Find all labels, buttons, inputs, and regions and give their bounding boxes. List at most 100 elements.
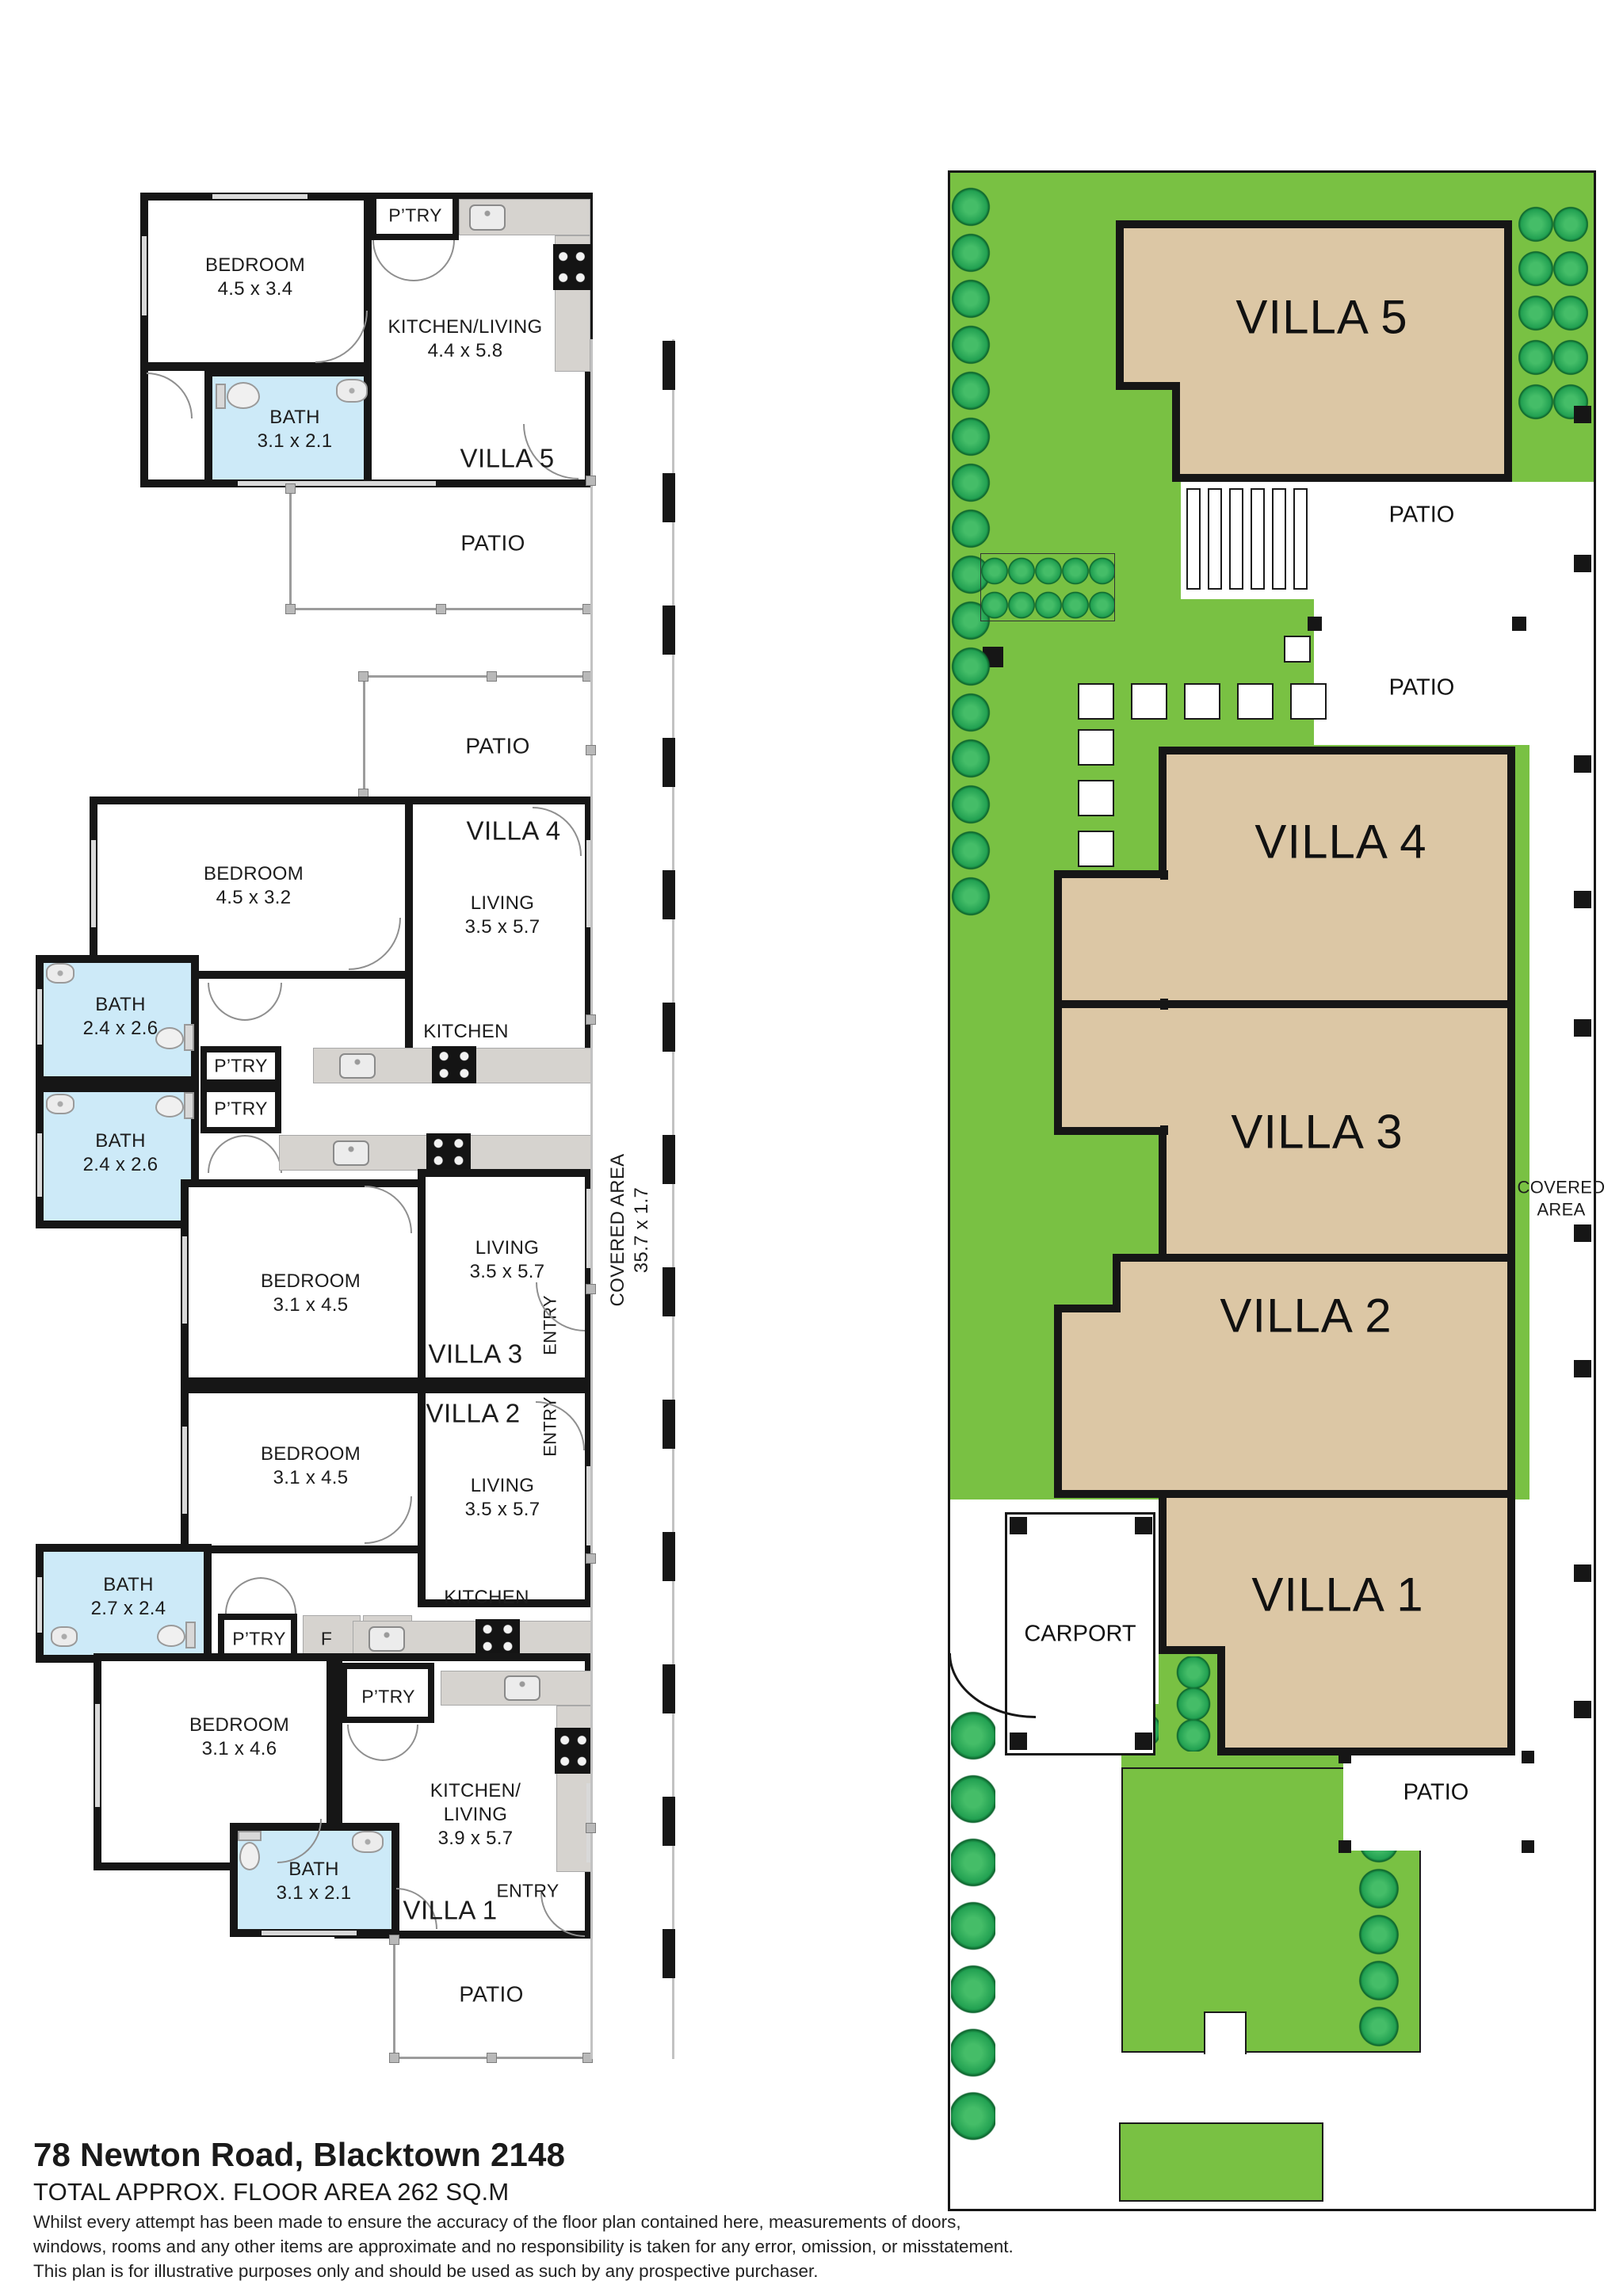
window bbox=[182, 1427, 187, 1514]
label-bedroom-villa5: BEDROOM 4.5 x 3.4 bbox=[205, 254, 305, 301]
door-arc bbox=[244, 983, 282, 1021]
room-name-text: LIVING bbox=[470, 1475, 535, 1496]
room-name-text: P’TRY bbox=[388, 204, 442, 226]
label-covered-area-strip: COVERED AREA 35.7 x 1.7 bbox=[606, 1154, 654, 1307]
room-name-text: P’TRY bbox=[214, 1055, 268, 1076]
window bbox=[37, 989, 42, 1045]
lawn-notch bbox=[1204, 2011, 1247, 2054]
room-dim-text: 3.5 x 5.7 bbox=[464, 1499, 540, 1520]
patio-post bbox=[285, 604, 296, 614]
patio-text: PATIO bbox=[465, 733, 530, 758]
covered-area-text: AREA bbox=[1537, 1199, 1586, 1219]
tree-cluster bbox=[980, 553, 1115, 621]
door-arc bbox=[225, 1577, 262, 1614]
carport-post bbox=[1135, 1733, 1152, 1750]
villa-text: VILLA 2 bbox=[1220, 1289, 1392, 1343]
toilet-icon bbox=[227, 382, 260, 409]
window bbox=[586, 1466, 591, 1545]
window bbox=[238, 481, 436, 486]
fence-post bbox=[1574, 1019, 1591, 1037]
wall-segment bbox=[663, 1003, 675, 1052]
wall-segment bbox=[663, 1267, 675, 1316]
fence-post bbox=[1574, 1224, 1591, 1242]
fridge-text: F bbox=[320, 1628, 333, 1649]
post bbox=[586, 745, 596, 755]
post bbox=[586, 1014, 596, 1025]
stepping-stone bbox=[1131, 683, 1167, 720]
tree-column bbox=[1171, 1656, 1216, 1752]
patio-edge bbox=[363, 675, 365, 797]
room-name-text: P’TRY bbox=[361, 1686, 415, 1707]
label-pantry-villa3: P’TRY bbox=[214, 1098, 268, 1121]
stepping-stone bbox=[1290, 683, 1327, 720]
pat io-post bbox=[358, 671, 369, 682]
room-name-text: P’TRY bbox=[214, 1098, 268, 1119]
room-name-text: KITCHEN bbox=[423, 1021, 509, 1042]
door-arc bbox=[208, 1135, 246, 1173]
window bbox=[182, 1236, 187, 1324]
room-name-text: BATH bbox=[95, 994, 146, 1015]
site-villa-4 bbox=[1159, 747, 1515, 1008]
stove-icon bbox=[426, 1133, 471, 1171]
toilet-icon bbox=[155, 1027, 184, 1049]
patio-post bbox=[487, 2053, 497, 2063]
carport-post bbox=[1135, 1517, 1152, 1534]
lawn-strip bbox=[1119, 2122, 1323, 2202]
room-name-text: BEDROOM bbox=[260, 1270, 361, 1292]
room-name-text: BATH bbox=[288, 1859, 339, 1880]
room-living-villa3 bbox=[418, 1169, 593, 1385]
room-dim-text: 2.4 x 2.6 bbox=[82, 1154, 158, 1175]
room-pantry-villa5 bbox=[370, 193, 459, 240]
room-name-text: KITCHEN/ bbox=[430, 1780, 521, 1801]
patio-post bbox=[389, 2053, 399, 2063]
label-kitchen-villa2: KITCHEN bbox=[444, 1586, 529, 1610]
label-patio-villa5: PATIO bbox=[460, 529, 525, 557]
post bbox=[586, 476, 596, 486]
patio-text: PATIO bbox=[1388, 674, 1455, 701]
toilet-icon bbox=[157, 1625, 185, 1647]
fence-post bbox=[1574, 1360, 1591, 1377]
covered-area-edge bbox=[590, 339, 593, 2059]
wall-segment bbox=[663, 606, 675, 655]
wall-segment bbox=[663, 1797, 675, 1846]
sink-icon bbox=[469, 204, 506, 231]
villa-name-text: VILLA 1 bbox=[403, 1895, 498, 1925]
label-bath-villa5: BATH 3.1 x 2.1 bbox=[258, 406, 333, 453]
window bbox=[142, 236, 147, 315]
room-dim-text: 4.4 x 5.8 bbox=[427, 340, 503, 361]
post bbox=[586, 1553, 596, 1564]
site-villa-5 bbox=[1116, 220, 1512, 482]
wall-segment bbox=[663, 473, 675, 522]
room-name-text: LIVING bbox=[470, 892, 535, 914]
carport-text: CARPORT bbox=[1024, 1621, 1136, 1647]
carport-post bbox=[1010, 1733, 1027, 1750]
label-kitchen-villa4: KITCHEN bbox=[423, 1020, 508, 1044]
disclaimer-line: windows, rooms and any other items are a… bbox=[33, 2237, 1014, 2256]
patio-post bbox=[436, 604, 446, 614]
label-bath-villa4: BATH 2.4 x 2.6 bbox=[83, 993, 158, 1041]
patio-post bbox=[1512, 617, 1526, 631]
patio-post bbox=[487, 671, 497, 682]
covered-area-text: COVERED AREA bbox=[607, 1153, 628, 1307]
patio-text: PATIO bbox=[460, 530, 525, 556]
window bbox=[212, 194, 307, 199]
covered-area-edge bbox=[672, 339, 674, 2059]
label-villa3: VILLA 3 bbox=[428, 1337, 522, 1370]
site-label-villa5: VILLA 5 bbox=[1235, 290, 1407, 345]
disclaimer-text: Whilst every attempt has been made to en… bbox=[33, 2210, 1014, 2283]
wall-segment bbox=[663, 1400, 675, 1449]
basin-icon bbox=[336, 379, 368, 403]
room-pantry-villa1 bbox=[341, 1663, 434, 1723]
villa-text: VILLA 5 bbox=[1235, 290, 1408, 344]
room-dim-text: 3.1 x 4.6 bbox=[201, 1738, 277, 1759]
wall-segment bbox=[663, 738, 675, 787]
deck-bar bbox=[1229, 488, 1243, 590]
room-name-text: BATH bbox=[269, 407, 320, 428]
site-label-villa1: VILLA 1 bbox=[1251, 1568, 1423, 1622]
stepping-stone bbox=[1184, 683, 1220, 720]
toilet-icon bbox=[239, 1842, 260, 1870]
villa5-notch bbox=[1116, 382, 1180, 482]
address-text: 78 Newton Road, Blacktown 2148 bbox=[33, 2136, 566, 2173]
site-villa-4-wing bbox=[1054, 870, 1168, 1008]
